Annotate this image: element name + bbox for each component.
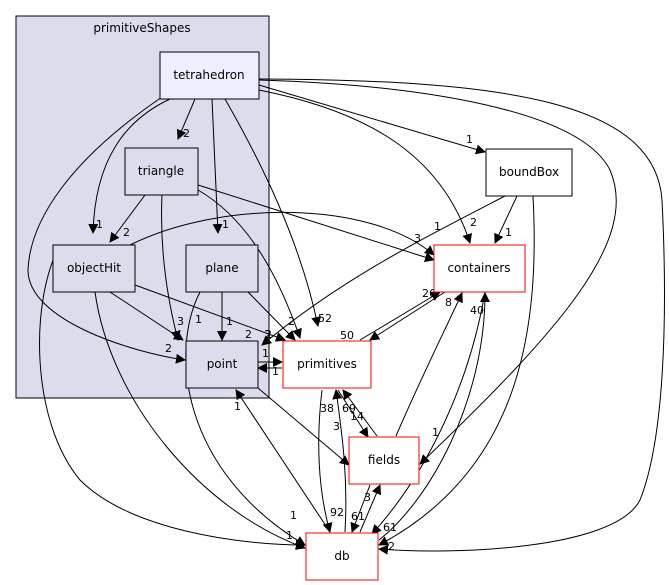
edge-label-fields-db: 61 <box>351 510 365 523</box>
edge-plane-db <box>185 291 306 546</box>
node-db[interactable]: db <box>305 532 379 581</box>
edge-fields-db <box>350 484 371 533</box>
edge-label-tet-containers: 2 <box>470 216 477 229</box>
edge-tetrahedron-db <box>258 78 665 555</box>
node-triangle[interactable]: triangle <box>124 147 199 196</box>
edge-label-tet-db: 2 <box>388 540 395 553</box>
edge-objecthit-db <box>94 291 306 550</box>
edge-label-tri-primitives: 2 <box>245 328 252 341</box>
edge-db-point <box>235 389 331 533</box>
edge-label-obj-primitives: 2 <box>265 328 272 341</box>
edge-label-prim-point: 1 <box>272 365 279 378</box>
edge-tetrahedron-point <box>27 96 186 364</box>
edge-objecthit-primitives <box>134 284 286 342</box>
edge-label-cont-db: 40 <box>470 304 484 317</box>
edge-objecthit-point <box>109 291 184 341</box>
edge-label-prim-fields: 14 <box>350 410 364 423</box>
edge-tetrahedron-boundbox <box>258 84 486 155</box>
edge-label-tet-plane: 1 <box>222 218 229 231</box>
edge-plane-primitives <box>247 291 296 341</box>
edge-tetrahedron-primitives <box>224 98 322 327</box>
edge-db-fields <box>359 484 382 533</box>
edge-label-obj-db: 1 <box>290 509 297 522</box>
edge-label-point-fields: 3 <box>333 420 340 433</box>
edge-fields-primitives <box>342 389 378 437</box>
edge-triangle-containers <box>197 184 435 263</box>
cluster-label: primitiveShapes <box>93 21 190 35</box>
node-label-objecthit: objectHit <box>67 261 121 275</box>
edge-label-tri-objecthit: 2 <box>123 226 130 239</box>
edge-primitives-containers <box>359 291 441 341</box>
edge-label-prim-containers: 26 <box>422 287 436 300</box>
edge-label-tet-boundbox: 1 <box>466 133 473 146</box>
edge-triangle-primitives <box>197 189 302 339</box>
edge-label-bb-containers: 1 <box>505 226 512 239</box>
edge-label-tet-fields: 1 <box>432 426 439 439</box>
node-boundbox[interactable]: boundBox <box>485 148 573 197</box>
node-label-plane: plane <box>205 261 238 275</box>
node-label-tetrahedron: tetrahedron <box>173 68 244 82</box>
edge-label-tet-primitives: 52 <box>318 312 332 325</box>
edge-label-tet-point: 2 <box>165 342 172 355</box>
node-fields[interactable]: fields <box>348 436 420 485</box>
node-label-point: point <box>207 357 238 371</box>
edge-tetrahedron-containers <box>258 89 472 244</box>
edge-label-tet-triangle: 2 <box>183 127 190 140</box>
edge-boundbox-point <box>261 195 506 346</box>
edge-triangle-point <box>161 194 181 341</box>
edge-label-tri-point: 1 <box>195 313 202 326</box>
edge-boundbox-containers <box>494 195 518 244</box>
edge-db-containers <box>378 292 490 541</box>
edge-triangle-objecthit <box>109 194 146 243</box>
edge-label-obj-containers: 1 <box>434 220 441 233</box>
edge-label-fields-containers: 8 <box>445 296 452 309</box>
node-label-fields: fields <box>368 453 400 467</box>
edge-label-db-fields: 3 <box>364 491 371 504</box>
node-label-db: db <box>334 549 349 563</box>
edge-tetrahedron-triangle <box>176 98 196 140</box>
edge-tetrahedron-plane <box>211 98 223 234</box>
node-label-triangle: triangle <box>138 164 184 178</box>
edge-tetrahedron-objecthit <box>88 98 171 234</box>
node-containers[interactable]: containers <box>433 244 526 293</box>
edge-objecthit-containers <box>129 211 435 256</box>
node-plane[interactable]: plane <box>185 244 259 293</box>
edge-label-db-containers: 61 <box>383 521 397 534</box>
edge-label-plane-point: 1 <box>226 315 233 328</box>
edge-label-bb-point: 3 <box>264 328 271 341</box>
edge-label-point-primitives: 1 <box>262 347 269 360</box>
edge-label-tri-containers: 3 <box>414 232 421 245</box>
node-primitives[interactable]: primitives <box>282 340 372 389</box>
edge-left-db <box>39 244 306 550</box>
edge-label-cont-primitives: 50 <box>340 329 354 342</box>
node-objecthit[interactable]: objectHit <box>52 244 136 293</box>
edge-boundbox-db <box>378 195 535 546</box>
edges: 2 1 1 2 52 1 2 1 2 2 1 2 <box>27 78 665 555</box>
node-label-primitives: primitives <box>297 357 357 371</box>
edge-label-db-primitives: 38 <box>320 402 334 415</box>
edge-label-obj-point: 3 <box>177 315 184 328</box>
edge-primitives-db <box>318 389 333 533</box>
edge-label-prim-db: 92 <box>330 506 344 519</box>
node-label-containers: containers <box>447 261 510 275</box>
node-label-boundbox: boundBox <box>499 165 559 179</box>
edge-label-db-point: 1 <box>234 400 241 413</box>
node-point[interactable]: point <box>185 340 259 389</box>
edge-containers-db <box>371 291 486 535</box>
edge-tetrahedron-fields <box>258 79 617 465</box>
edge-fields-containers <box>395 292 463 437</box>
edge-label-fields-primitives: 69 <box>342 402 356 415</box>
edge-point-fields <box>257 387 350 466</box>
node-tetrahedron[interactable]: tetrahedron <box>159 51 260 100</box>
edge-db-primitives <box>332 389 347 533</box>
edge-primitives-fields <box>337 389 369 438</box>
edge-label-tet-objecthit: 1 <box>96 218 103 231</box>
